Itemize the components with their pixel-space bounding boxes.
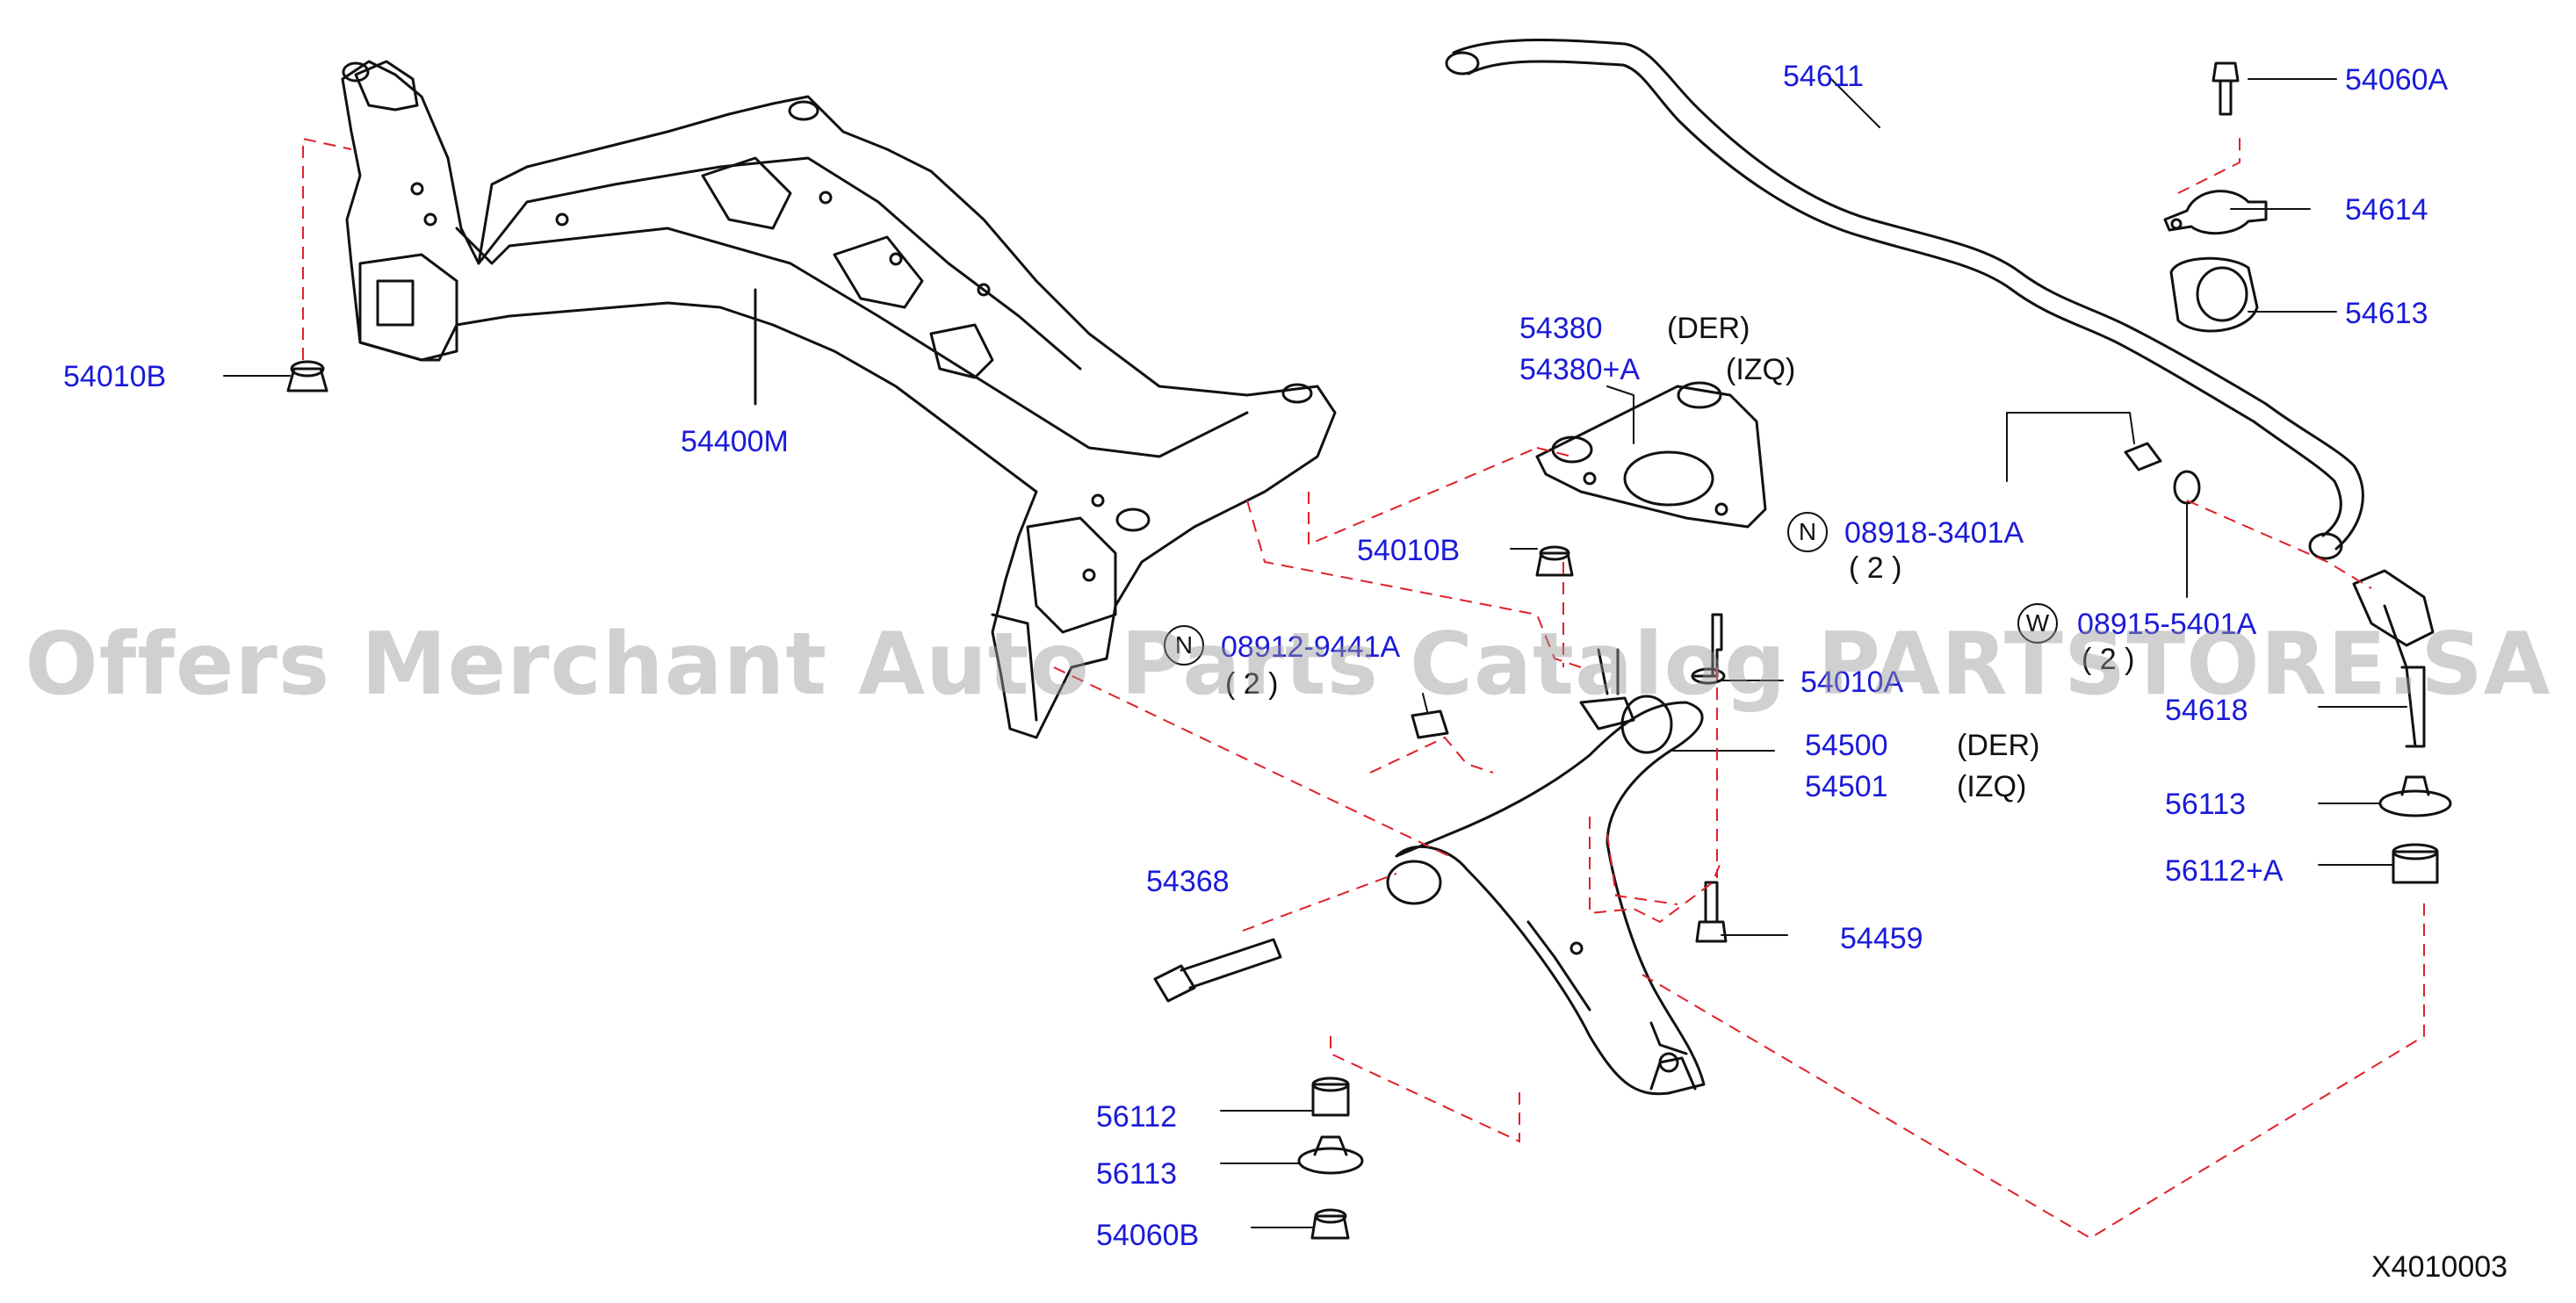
bushing-54613 xyxy=(2169,256,2259,333)
label-54060a: 54060A xyxy=(2345,63,2449,97)
sleeve-56112 xyxy=(1311,1076,1350,1117)
label-54613: 54613 xyxy=(2345,297,2428,330)
label-qty-n2: ( 2 ) xyxy=(1225,667,1279,701)
label-54010b-left: 54010B xyxy=(63,360,167,393)
label-56113-right: 56113 xyxy=(2165,788,2247,821)
clamp-54614 xyxy=(2163,190,2268,235)
label-54501: 54501 xyxy=(1805,770,1888,803)
diagram-code: X4010003 xyxy=(2371,1250,2508,1284)
bushing-56113-left xyxy=(1297,1135,1364,1175)
label-54368: 54368 xyxy=(1146,865,1230,898)
label-qty-w: ( 2 ) xyxy=(2082,643,2135,676)
dashed-guides xyxy=(302,132,2425,1240)
nut-08912 xyxy=(1411,709,1449,739)
nut-54010b-mid xyxy=(1535,545,1574,577)
nut-marker-n: N xyxy=(1787,512,1828,552)
label-der-1: (DER) xyxy=(1667,312,1750,345)
subframe-crossmember xyxy=(341,60,1337,739)
washer-08915 xyxy=(2173,470,2201,505)
label-izq-2: (IZQ) xyxy=(1957,770,2027,803)
label-54380a: 54380+A xyxy=(1519,353,1641,386)
leader-lines xyxy=(223,78,2407,1228)
label-54400m: 54400M xyxy=(681,425,789,458)
mount-54380 xyxy=(1535,381,1767,529)
label-54060b: 54060B xyxy=(1096,1219,1200,1252)
washer-marker-w: W xyxy=(2017,603,2058,644)
label-54611: 54611 xyxy=(1783,60,1865,93)
label-54010b-mid: 54010B xyxy=(1357,534,1461,567)
label-54500: 54500 xyxy=(1805,729,1888,762)
nut-54060b xyxy=(1310,1208,1350,1240)
label-54010a: 54010A xyxy=(1800,666,1904,699)
label-qty-n: ( 2 ) xyxy=(1849,551,1902,585)
label-izq-1: (IZQ) xyxy=(1726,353,1796,386)
watermark: Offers Merchant Auto Parts Catalog PARTS… xyxy=(25,615,2551,715)
sleeve-56112a xyxy=(2392,843,2439,884)
label-54618: 54618 xyxy=(2165,694,2248,727)
label-08915-5401a: 08915-5401A xyxy=(2077,608,2257,641)
bushing-56113-right xyxy=(2378,775,2452,817)
label-54380: 54380 xyxy=(1519,312,1603,345)
bolt-54368 xyxy=(1153,938,1282,1003)
label-54459: 54459 xyxy=(1840,922,1923,955)
label-56112: 56112 xyxy=(1096,1100,1178,1134)
stabilizer-bar xyxy=(1445,39,2364,560)
bolt-54459 xyxy=(1695,881,1728,943)
label-54614: 54614 xyxy=(2345,193,2428,227)
label-der-2: (DER) xyxy=(1957,729,2040,762)
nut-08918 xyxy=(2124,442,2162,472)
nut-marker-n2: N xyxy=(1164,625,1204,666)
lower-arm-54500 xyxy=(1386,648,1706,1096)
nut-54010b-left xyxy=(286,360,328,392)
label-56113-left: 56113 xyxy=(1096,1157,1178,1191)
bolt-54060a xyxy=(2212,61,2240,116)
link-54618 xyxy=(2352,569,2435,748)
label-08912-9441a: 08912-9441A xyxy=(1221,630,1401,664)
label-08918-3401a: 08918-3401A xyxy=(1844,516,2024,550)
label-56112a: 56112+A xyxy=(2165,854,2284,888)
